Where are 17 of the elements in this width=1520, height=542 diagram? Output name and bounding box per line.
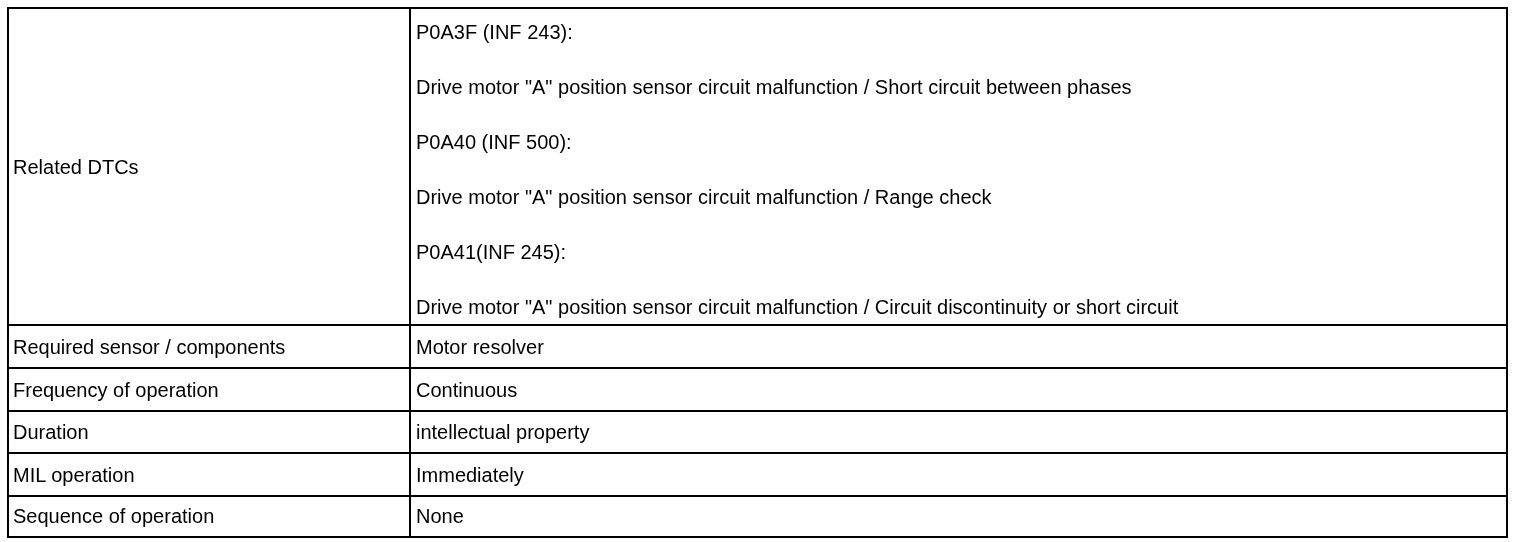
- cell-text: Drive motor "A" position sensor circuit malfunction / Circuit discontinuity or short circuit: [416, 295, 1179, 319]
- row-label: MIL operation: [13, 462, 135, 487]
- cell-text: Motor resolver: [416, 334, 544, 359]
- cell-text: Drive motor "A" position sensor circuit malfunction / Short circuit between phases: [416, 75, 1132, 99]
- cell-text: P0A40 (INF 500):: [416, 130, 572, 154]
- row-label: Related DTCs: [13, 155, 139, 179]
- cell-text: Drive motor "A" position sensor circuit malfunction / Range check: [416, 185, 992, 209]
- cell-text: intellectual property: [416, 420, 590, 444]
- cell-text: P0A3F (INF 243):: [416, 20, 573, 44]
- cell-text: None: [416, 504, 464, 528]
- row-label: Duration: [13, 420, 89, 444]
- cell-text: Continuous: [416, 377, 518, 402]
- cell-text: Immediately: [416, 462, 524, 487]
- cell-text: P0A41(INF 245):: [416, 240, 567, 264]
- row-label: Frequency of operation: [13, 377, 219, 402]
- row-label: Sequence of operation: [13, 504, 215, 528]
- row-label: Required sensor / components: [13, 334, 286, 359]
